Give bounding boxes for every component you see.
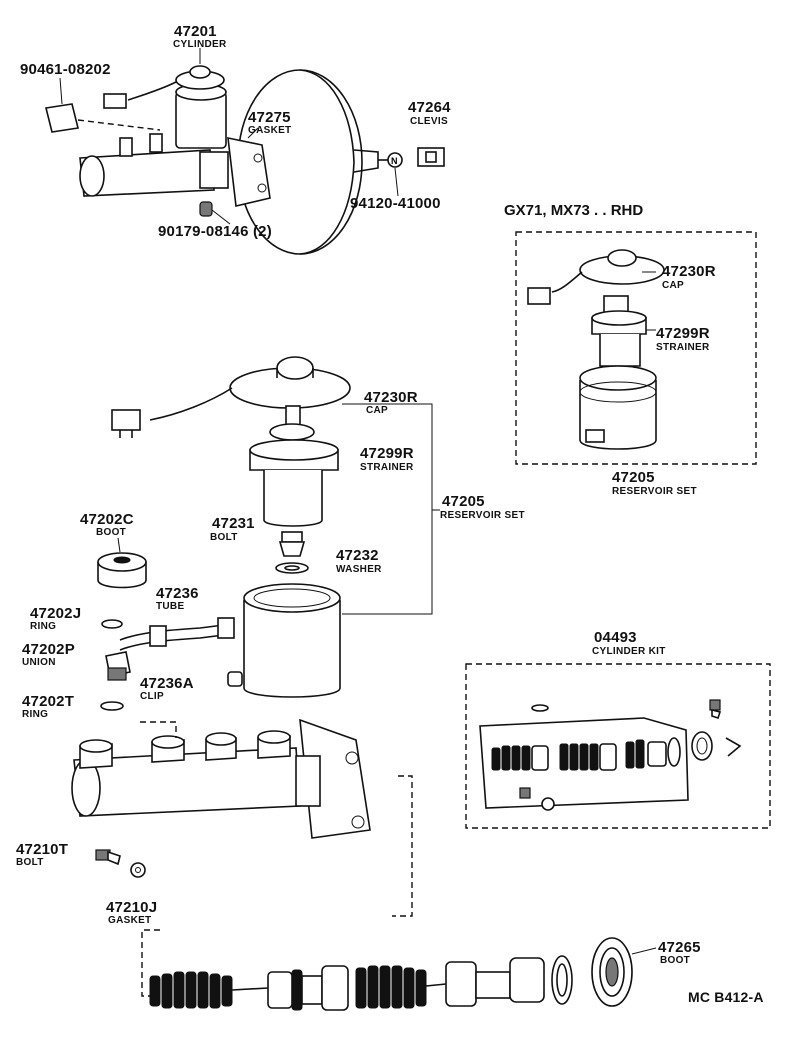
- label-47201-name: CYLINDER: [173, 39, 227, 50]
- label-47275-number: 47275: [248, 109, 291, 126]
- label-47205-name: RESERVOIR SET: [440, 510, 525, 521]
- label-90179-number: 90179-08146 (2): [158, 223, 272, 240]
- variant-header: GX71, MX73 . . RHD: [504, 202, 644, 219]
- label-47236-name: TUBE: [156, 601, 185, 612]
- label-04493-number: 04493: [594, 629, 637, 646]
- label-47202t-name: RING: [22, 709, 49, 720]
- label-47264-number: 47264: [408, 99, 451, 116]
- cylinder-kit-drawing: [479, 699, 742, 811]
- label-47210j-name: GASKET: [108, 915, 152, 926]
- master-cylinder-drawing: [71, 718, 371, 839]
- rhd-inset-frame: [515, 231, 757, 465]
- label-47205-number: 47205: [442, 493, 485, 510]
- piston-assembly-drawing: [149, 937, 633, 1011]
- label-47202j-name: RING: [30, 621, 57, 632]
- svg-text:N: N: [391, 156, 398, 166]
- label-47201-number: 47201: [174, 23, 217, 40]
- label-47232-name: WASHER: [336, 564, 382, 575]
- label-47236a-number: 47236A: [140, 675, 194, 692]
- inset-label-47205-name: RESERVOIR SET: [612, 486, 697, 497]
- inset-label-47230r-number: 47230R: [662, 263, 716, 280]
- label-47275-name: GASKET: [248, 125, 292, 136]
- label-47265-number: 47265: [658, 939, 701, 956]
- label-47231-name: BOLT: [210, 532, 238, 543]
- label-47202j-number: 47202J: [30, 605, 82, 622]
- diagram-code: MC B412-A: [688, 989, 764, 1005]
- label-47210t-number: 47210T: [16, 841, 69, 858]
- label-47236-number: 47236: [156, 585, 199, 602]
- label-47202p-name: UNION: [22, 657, 56, 668]
- boot-47202c-drawing: [97, 552, 147, 589]
- cylinder-kit-frame: [465, 663, 771, 829]
- inset-label-47299r-name: STRAINER: [656, 342, 710, 353]
- label-47210t-name: BOLT: [16, 857, 44, 868]
- label-47231-number: 47231: [212, 515, 255, 532]
- label-47265-name: BOOT: [660, 955, 691, 966]
- label-04493-name: CYLINDER KIT: [592, 646, 666, 657]
- bolt-gasket-drawing: [95, 849, 146, 878]
- label-47202c-number: 47202C: [80, 511, 134, 528]
- tube-union-drawing: [100, 617, 235, 711]
- inset-label-47299r-number: 47299R: [656, 325, 710, 342]
- label-47299r-name: STRAINER: [360, 462, 414, 473]
- label-47202c-name: BOOT: [96, 527, 127, 538]
- inset-label-47230r-name: CAP: [662, 280, 685, 291]
- master-cylinder-top-drawing: [45, 65, 445, 217]
- label-47299r-number: 47299R: [360, 445, 414, 462]
- label-47264-name: CLEVIS: [410, 116, 448, 127]
- label-47202t-number: 47202T: [22, 693, 75, 710]
- label-47232-number: 47232: [336, 547, 379, 564]
- inset-reservoir-drawing: [527, 249, 665, 450]
- label-47230r-number: 47230R: [364, 389, 418, 406]
- label-47230r-name: CAP: [366, 405, 389, 416]
- label-94120-number: 94120-41000: [350, 195, 441, 212]
- label-90461-number: 90461-08202: [20, 61, 111, 78]
- label-47202p-number: 47202P: [22, 641, 75, 658]
- label-47236a-name: CLIP: [140, 691, 164, 702]
- label-47210j-number: 47210J: [106, 899, 158, 916]
- inset-label-47205-number: 47205: [612, 469, 655, 486]
- reservoir-drawing: [111, 356, 351, 698]
